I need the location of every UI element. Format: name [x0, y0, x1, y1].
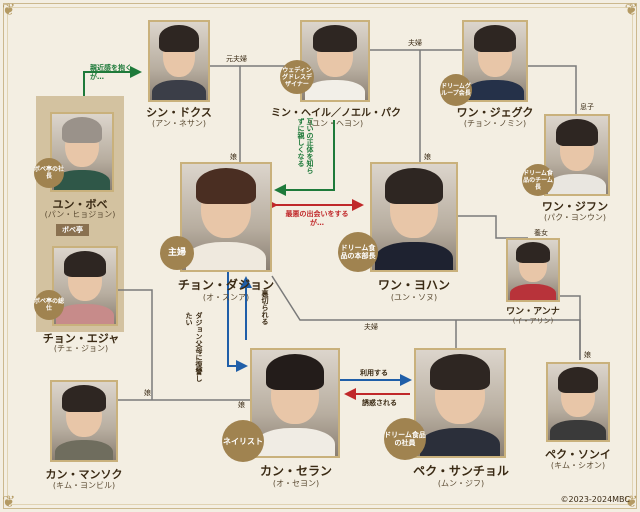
label-worst-meeting: 最悪の出会いをするが… [285, 210, 349, 227]
label-daughter-yohan: 娘 [424, 153, 431, 161]
portrait [50, 380, 118, 462]
label-uses: 利用する [360, 369, 388, 377]
portrait [52, 246, 118, 326]
corner-ornament-icon: ❦ [2, 0, 16, 19]
person-actor: (アン・ネサン) [152, 119, 206, 128]
person-actor: (パク・ヨンウン) [543, 213, 607, 222]
portrait [506, 238, 560, 302]
person-actor: (パン・ヒョジョン) [44, 210, 116, 219]
person-name: ワン・アンナ [506, 307, 560, 317]
label-granddaughter: 養女 [534, 229, 548, 237]
portrait [370, 162, 458, 272]
label-revenge: ダジョン父母に復讐したい [185, 312, 203, 382]
line-soni [560, 295, 581, 360]
portrait [148, 20, 210, 102]
label-couple-bae-seran: 夫婦 [364, 323, 378, 331]
label-son: 息子 [580, 103, 594, 111]
portrait [50, 112, 114, 192]
label-seduced: 誘惑される [362, 399, 397, 407]
label-spouses: 夫婦 [408, 39, 422, 47]
label-daughter-dasom: 娘 [230, 153, 237, 161]
arrow-min-to-dasom [274, 120, 335, 196]
person-name: チョン・エジャ [42, 332, 120, 345]
corner-ornament-icon: ❦ [2, 492, 16, 511]
label-feels-closeness: 親近感を抱くが… [90, 64, 132, 81]
label-ex-spouse: 元夫婦 [226, 55, 247, 63]
badge: 主婦 [160, 236, 194, 270]
badge: ウェディングドレスデザイナー [280, 60, 314, 94]
person-name: ワン・ヨハン [377, 278, 450, 292]
portrait [546, 362, 610, 442]
portrait [544, 114, 610, 196]
corner-ornament-icon: ❦ [624, 0, 638, 19]
copyright-text: ©2023-2024MBC [560, 495, 630, 504]
badge: ドリーム食品の社員 [384, 418, 426, 460]
person-name: シン・ドクス [146, 106, 212, 119]
portrait [414, 348, 506, 458]
person-name: カン・セラン [259, 464, 332, 478]
person-name: カン・マンソク [45, 468, 123, 481]
line-granddaughter [456, 215, 528, 239]
badge: ドリーム食品のチーム長 [522, 164, 554, 196]
badge: ドリーム食品の本部長 [338, 232, 378, 272]
portrait [300, 20, 370, 102]
person-name: チョン・ダジョン [177, 278, 275, 292]
badge: ボベ亭の総仕 [34, 290, 64, 320]
person-actor: (イ・アリン) [512, 317, 554, 325]
person-actor: (オ・セヨン) [272, 479, 320, 488]
person-name: ワン・ジフン [541, 200, 609, 213]
person-name: ペク・ソンイ [545, 448, 611, 461]
line-son [528, 65, 577, 114]
badge: ドリームグループ会長 [440, 74, 472, 106]
person-actor: (チョン・ノミン) [463, 119, 527, 128]
arrow-feels-closeness [83, 66, 142, 96]
person-actor: (オ・スンア) [202, 293, 250, 302]
person-actor: (ユン・ヘヨン) [308, 119, 364, 128]
arrow-revenge [227, 272, 248, 372]
label-betrayed: 裏切られる [261, 290, 269, 325]
person-name: ユン・ボベ [52, 198, 108, 211]
label-daughter-soni: 娘 [584, 351, 591, 359]
label-father-daughter-seran: 娘 [144, 389, 151, 397]
portrait [250, 348, 340, 458]
portrait [462, 20, 528, 102]
person-name: ワン・ジェグク [456, 106, 534, 119]
line-eja-seran-father [118, 289, 153, 400]
label-daughter-seran: 娘 [238, 401, 245, 409]
person-actor: (チェ・ジョン) [53, 344, 109, 353]
person-actor: (キム・ヨンビル) [52, 481, 116, 490]
bobe-shop-tag: ボベ亭 [56, 224, 89, 236]
person-name: ミン・ヘイル／ノエル・パク [271, 108, 401, 119]
label-min-to-dasom: 互いの正体を知らずに親しくなる [297, 118, 314, 174]
person-actor: (ムン・ジフ) [437, 479, 485, 488]
badge: ボベ亭の社長 [34, 158, 64, 188]
portrait [180, 162, 272, 272]
person-actor: (キム・シオン) [550, 461, 606, 470]
corner-ornament-icon: ❦ [624, 492, 638, 511]
badge: ネイリスト [222, 420, 264, 462]
person-name: ペク・サンチョル [413, 464, 509, 478]
person-actor: (ユン・ソヌ) [390, 293, 438, 302]
